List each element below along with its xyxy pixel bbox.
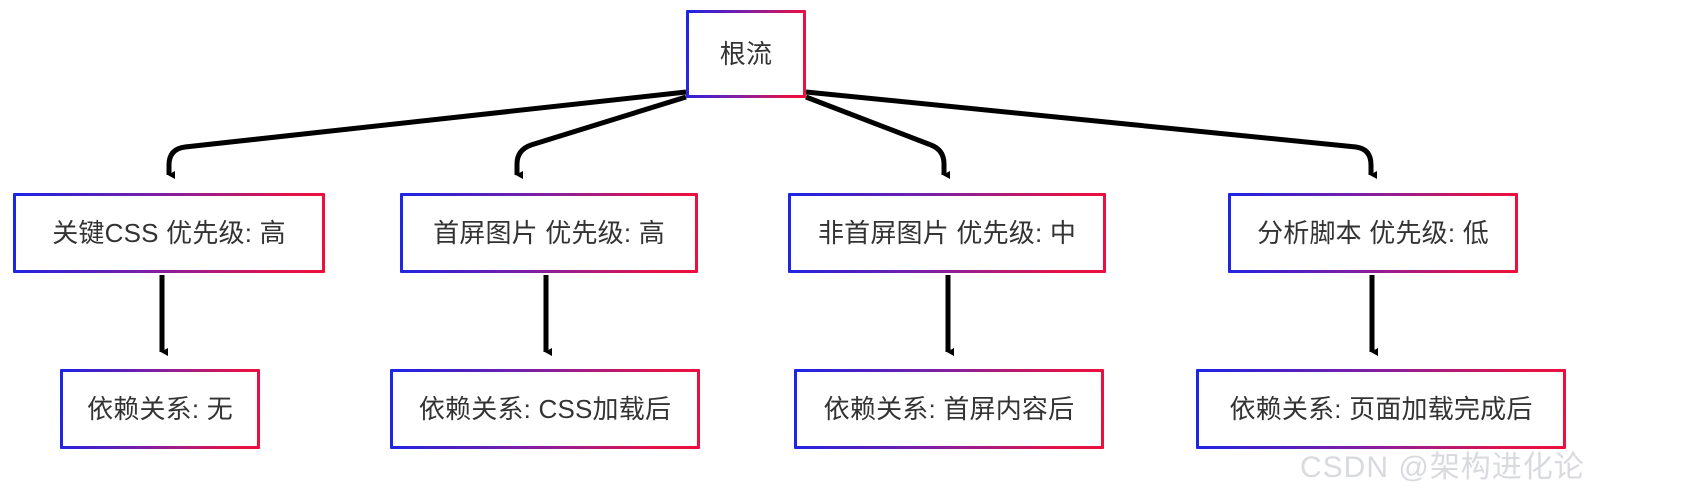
node-dependency-css-label: 依赖关系: CSS加载后 [418,393,672,424]
edge-root-to-below-fold [805,94,950,179]
node-dependency-onload[interactable]: 依赖关系: 页面加载完成后 [1196,369,1566,449]
node-critical-css[interactable]: 关键CSS 优先级: 高 [13,193,325,273]
edge-root-to-analytics [805,89,1377,179]
node-below-fold-image[interactable]: 非首屏图片 优先级: 中 [788,193,1106,273]
node-dependency-onload-label: 依赖关系: 页面加载完成后 [1229,393,1533,424]
node-analytics-script[interactable]: 分析脚本 优先级: 低 [1228,193,1518,273]
node-hero-image-label: 首屏图片 优先级: 高 [433,217,665,248]
node-below-fold-image-label: 非首屏图片 优先级: 中 [817,217,1077,248]
node-root[interactable]: 根流 [686,10,806,98]
edge-root-to-hero-image [514,94,687,179]
node-critical-css-label: 关键CSS 优先级: 高 [52,217,286,248]
node-dependency-hero-label: 依赖关系: 首屏内容后 [823,393,1075,424]
node-dependency-none-label: 依赖关系: 无 [87,393,233,424]
edge-root-to-critical-css [166,89,687,179]
node-dependency-hero[interactable]: 依赖关系: 首屏内容后 [794,369,1104,449]
node-hero-image[interactable]: 首屏图片 优先级: 高 [400,193,698,273]
node-root-label: 根流 [719,38,773,69]
node-dependency-css[interactable]: 依赖关系: CSS加载后 [390,369,700,449]
node-dependency-none[interactable]: 依赖关系: 无 [60,369,260,449]
node-analytics-script-label: 分析脚本 优先级: 低 [1257,217,1489,248]
